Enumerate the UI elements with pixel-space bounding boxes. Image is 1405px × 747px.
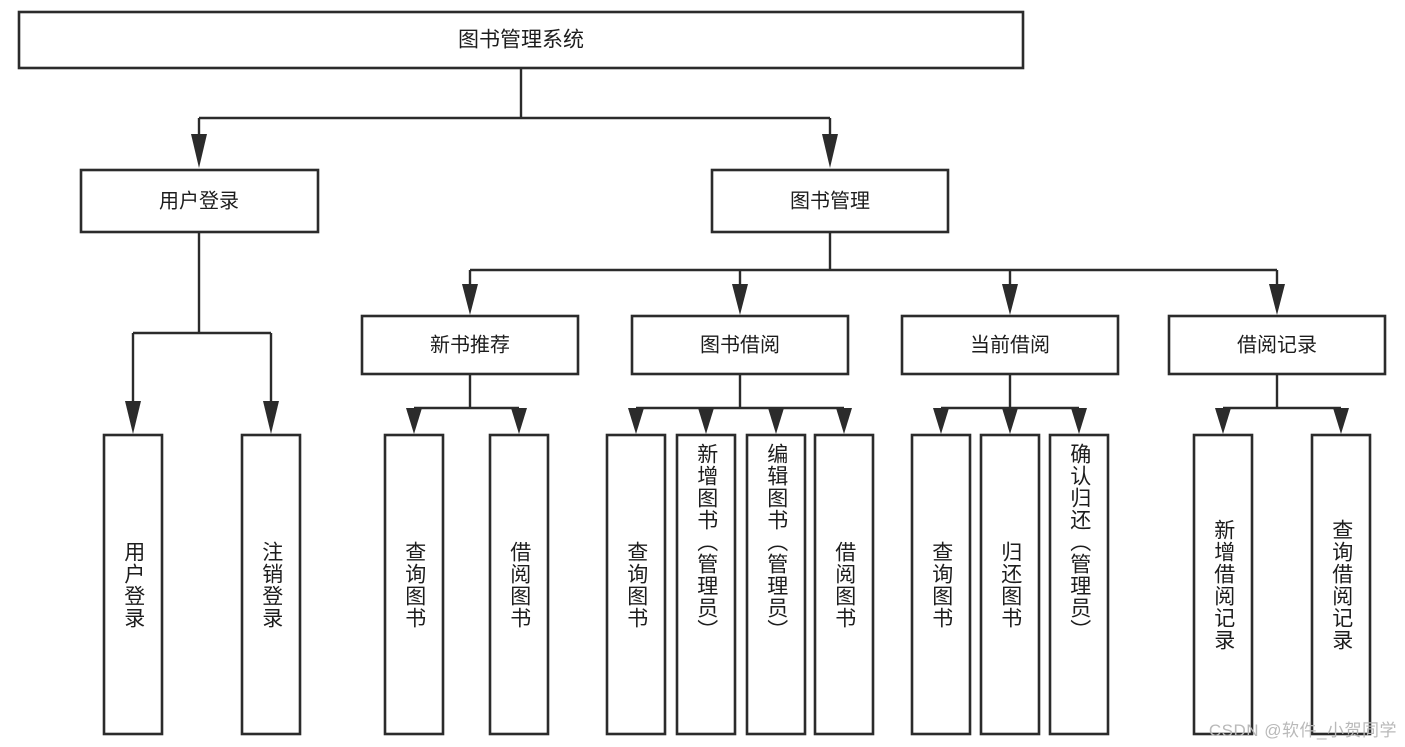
leaf-box-current-borrow-0[interactable] xyxy=(910,433,972,736)
leaf-box-book-borrow-1[interactable] xyxy=(675,433,737,736)
leaf-box-user-login-0[interactable] xyxy=(102,433,164,736)
node-root[interactable]: 图书管理系统 xyxy=(17,10,1025,70)
node-book-borrow-label: 图书借阅 xyxy=(700,333,780,356)
leaf-box-current-borrow-1[interactable] xyxy=(979,433,1041,736)
connector-newbook-to-leaves xyxy=(406,374,527,434)
connector-currentborrow-to-leaves xyxy=(933,374,1087,434)
node-user-login-label: 用户登录 xyxy=(159,189,239,212)
leaf-box-book-borrow-2[interactable] xyxy=(745,433,807,736)
watermark-text: CSDN @软件_小贺同学 xyxy=(1208,721,1397,740)
connector-root-to-level2 xyxy=(191,68,838,168)
leaf-box-book-borrow-0[interactable] xyxy=(605,433,667,736)
connector-userlogin-to-leaves xyxy=(125,232,279,434)
leaf-box-book-borrow-3[interactable] xyxy=(813,433,875,736)
connector-borrowrecord-to-leaves xyxy=(1215,374,1349,434)
node-book-borrow[interactable]: 图书借阅 xyxy=(630,314,850,376)
node-book-management[interactable]: 图书管理 xyxy=(710,168,950,234)
node-root-label: 图书管理系统 xyxy=(458,29,584,52)
leaf-box-current-borrow-2[interactable] xyxy=(1048,433,1110,736)
node-current-borrow[interactable]: 当前借阅 xyxy=(900,314,1120,376)
connector-bookmgmt-to-level3 xyxy=(462,232,1285,315)
node-borrow-record[interactable]: 借阅记录 xyxy=(1167,314,1387,376)
leaf-box-borrow-record-1[interactable] xyxy=(1310,433,1372,736)
leaf-box-user-login-1[interactable] xyxy=(240,433,302,736)
node-new-book-recommend[interactable]: 新书推荐 xyxy=(360,314,580,376)
leaf-box-borrow-record-0[interactable] xyxy=(1192,433,1254,736)
node-new-book-recommend-label: 新书推荐 xyxy=(430,333,510,356)
node-borrow-record-label: 借阅记录 xyxy=(1237,333,1317,356)
node-current-borrow-label: 当前借阅 xyxy=(970,333,1050,356)
leaf-box-new-book-1[interactable] xyxy=(488,433,550,736)
node-book-management-label: 图书管理 xyxy=(790,189,870,212)
connector-bookborrow-to-leaves xyxy=(628,374,852,434)
leaf-box-new-book-0[interactable] xyxy=(383,433,445,736)
node-user-login[interactable]: 用户登录 xyxy=(79,168,320,234)
